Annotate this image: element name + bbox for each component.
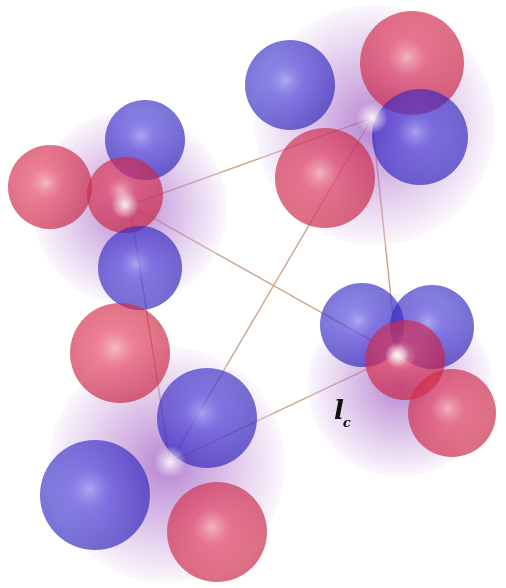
atom-bottom-left xyxy=(40,303,285,583)
blue-lobe xyxy=(157,368,257,468)
blue-lobe xyxy=(245,40,335,130)
red-lobe xyxy=(167,482,267,582)
core-glow xyxy=(356,102,388,134)
lattice-constant-symbol: l xyxy=(334,396,344,426)
blue-lobe xyxy=(98,226,182,310)
blue-lobe xyxy=(40,440,150,550)
atom-right-middle xyxy=(308,283,496,477)
atom-top-right xyxy=(245,5,495,245)
core-glow xyxy=(111,191,139,219)
red-lobe xyxy=(275,128,375,228)
blue-lobe xyxy=(372,89,468,185)
core-glow xyxy=(385,343,409,367)
core-glow xyxy=(154,446,186,478)
red-lobe xyxy=(8,145,92,229)
red-lobe xyxy=(408,369,496,457)
red-lobe xyxy=(70,303,170,403)
lattice-constant-label: lc xyxy=(334,396,352,430)
atom-top-left xyxy=(8,100,227,310)
red-lobe xyxy=(360,11,464,115)
lattice-constant-subscript: c xyxy=(342,416,351,431)
